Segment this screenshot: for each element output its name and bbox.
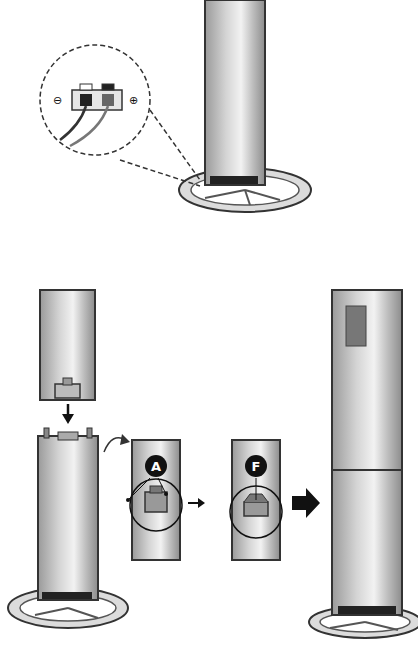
callout-circle: F [245, 455, 267, 477]
callout-letter: F [252, 460, 261, 473]
polarity-mark: ⊕ [128, 95, 139, 106]
callout-letter: A [151, 460, 161, 473]
polarity-mark: ⊖ [52, 95, 63, 106]
callout-circle: A [145, 455, 167, 477]
